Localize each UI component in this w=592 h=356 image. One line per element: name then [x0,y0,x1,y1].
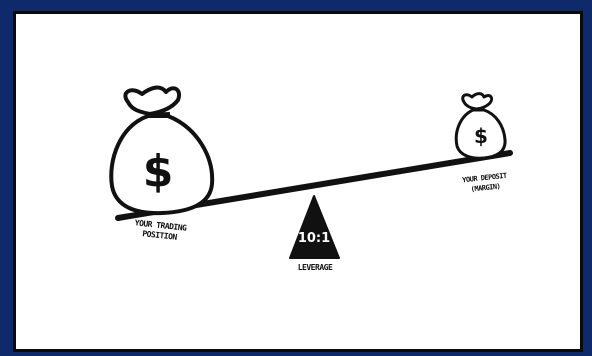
fulcrum-triangle [289,195,340,259]
large-money-bag-icon [109,85,215,216]
small-money-bag-icon [454,92,507,160]
large-bag-dollar-sign: $ [143,146,174,197]
leverage-label: LEVERAGE [297,263,333,272]
diagram-panel [13,11,583,352]
leverage-ratio: 10:1 [297,231,331,246]
small-bag-dollar-sign: $ [474,124,488,148]
